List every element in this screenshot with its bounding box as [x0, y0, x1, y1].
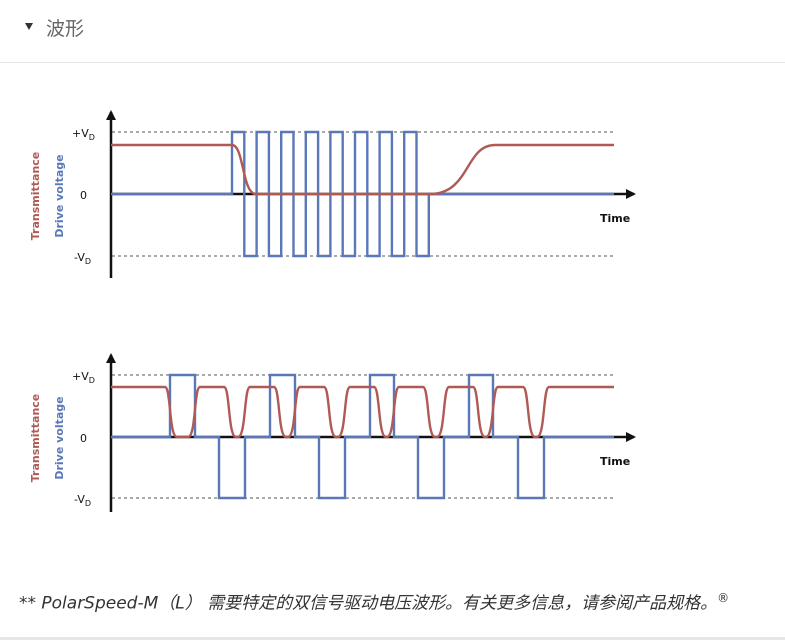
diagram-1-transmittance-curve [111, 143, 614, 196]
diagram-2-transmittance-label: Transmittance [29, 394, 42, 483]
waveform-diagrams: +VD 0 -VD Time Transmittance Drive volta… [29, 110, 636, 512]
caret-down-icon [25, 23, 33, 30]
diagram-2-zero-label: 0 [80, 432, 87, 445]
diagram-1-zero-label: 0 [80, 189, 87, 202]
diagram-1-x-axis-label: Time [600, 212, 630, 225]
diagram-1-transmittance-label: Transmittance [29, 152, 42, 241]
diagram-2-transmittance-curve [111, 385, 614, 439]
diagram-1-bottom-label: -VD [74, 251, 91, 266]
diagram-2: +VD 0 -VD Time Transmittance Drive volta… [29, 353, 636, 512]
diagram-1-top-label: +VD [72, 127, 95, 142]
section-title: 波形 [46, 18, 85, 40]
diagram-2-bottom-label: -VD [74, 493, 91, 508]
registered-mark: ® [717, 591, 730, 605]
diagram-1-drive-voltage-label: Drive voltage [53, 154, 66, 237]
bottom-divider [0, 637, 785, 640]
diagram-2-drive-voltage-label: Drive voltage [53, 396, 66, 479]
footnote-text: ** PolarSpeed-M（L） 需要特定的双信号驱动电压波形。有关更多信息… [19, 593, 718, 614]
diagram-2-x-axis-label: Time [600, 455, 630, 468]
diagram-1: +VD 0 -VD Time Transmittance Drive volta… [29, 110, 636, 278]
footnote: ** PolarSpeed-M（L） 需要特定的双信号驱动电压波形。有关更多信息… [19, 584, 774, 618]
diagram-2-top-label: +VD [72, 370, 95, 385]
waveform-section-toggle[interactable]: 波形 [0, 0, 785, 63]
